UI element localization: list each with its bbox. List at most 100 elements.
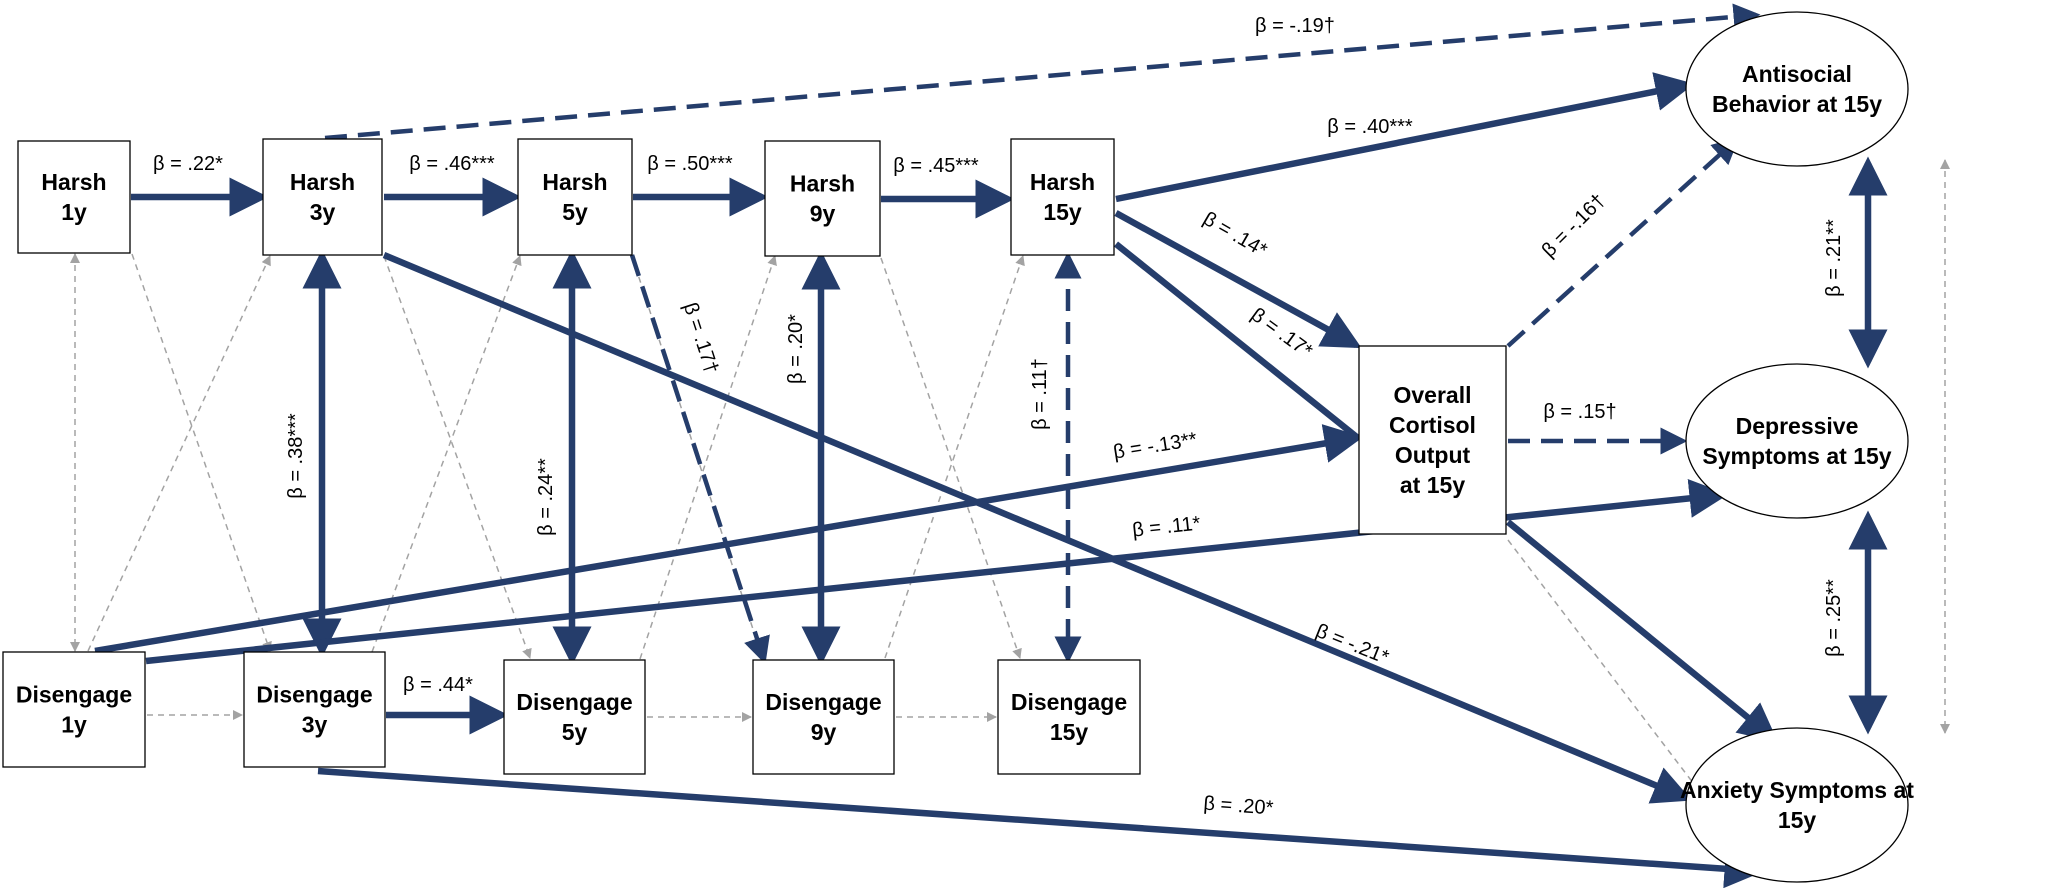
node-disengage-5y: Disengage 5y — [503, 659, 646, 775]
node-label-antisocial-line-1: Antisocial — [1742, 61, 1852, 87]
node-label-harsh-5y-line-2: 5y — [562, 199, 588, 225]
node-label-antisocial-line-2: Behavior at 15y — [1712, 91, 1882, 117]
beta-label-h9-h15: β = .45*** — [893, 155, 979, 177]
path-harsh_15y-to-antisocial — [1115, 72, 1695, 203]
node-label-disengage-1y-line-1: Disengage — [16, 682, 132, 708]
node-box-harsh-1y — [17, 140, 131, 254]
beta-label-h3-antisocial: β = -.19† — [1255, 15, 1335, 37]
node-label-cortisol-line-3: Output — [1395, 442, 1471, 468]
beta-label-cortisol-antisocial: β = -.16† — [1538, 190, 1610, 262]
beta-label-d1-cortisol: β = -.13** — [1112, 429, 1199, 464]
node-box-harsh-9y — [764, 140, 881, 257]
node-box-disengage-5y — [503, 659, 646, 775]
node-label-cortisol-line-2: Cortisol — [1389, 412, 1476, 438]
node-harsh-5y: Harsh 5y — [517, 138, 633, 256]
node-ellipse-antisocial — [1685, 11, 1909, 167]
node-disengage-15y: Disengage 15y — [997, 659, 1141, 775]
node-box-cortisol — [1358, 345, 1507, 535]
node-label-anxiety-line-1: Anxiety Symptoms at — [1680, 777, 1914, 803]
node-label-disengage-1y-line-2: 1y — [61, 712, 87, 738]
node-label-harsh-1y-line-1: Harsh — [41, 169, 106, 195]
node-ellipse-depressive — [1685, 363, 1909, 519]
node-harsh-9y: Harsh 9y — [764, 140, 881, 257]
path-disengage_1y-to-cortisol — [94, 424, 1364, 655]
node-harsh-15y: Harsh 15y — [1010, 138, 1115, 256]
node-label-cortisol-line-4: at 15y — [1400, 472, 1465, 498]
beta-label-cortisol-depressive: β = .15† — [1543, 401, 1616, 423]
significant-paths — [94, 3, 1888, 889]
path-disengage_1y-to-depressive — [145, 478, 1729, 665]
node-box-harsh-5y — [517, 138, 633, 256]
node-harsh-1y: Harsh 1y — [17, 140, 131, 254]
node-disengage-3y: Disengage 3y — [243, 651, 386, 768]
path-harsh_15y-to-cortisol-alt — [1113, 241, 1361, 441]
beta-label-antisocial-depressive: β = .21** — [1823, 219, 1845, 297]
node-label-disengage-3y-line-1: Disengage — [256, 682, 372, 708]
node-box-disengage-3y — [243, 651, 386, 768]
beta-label-h3-d3: β = .38*** — [285, 413, 307, 499]
node-label-disengage-5y-line-1: Disengage — [516, 689, 632, 715]
beta-label-h5-d9: β = .17† — [679, 300, 723, 376]
node-box-disengage-15y — [997, 659, 1141, 775]
path-cortisol-to-anxiety — [1505, 519, 1779, 743]
path-cortisol-to-antisocial — [1506, 136, 1740, 348]
nonsignificant-path-harsh_1y-to-disengage_3y — [131, 253, 272, 652]
node-box-disengage-1y — [2, 651, 146, 768]
node-label-disengage-15y-line-1: Disengage — [1011, 689, 1127, 715]
node-disengage-1y: Disengage 1y — [2, 651, 146, 768]
node-disengage-9y: Disengage 9y — [752, 659, 895, 775]
node-label-harsh-5y-line-1: Harsh — [542, 169, 607, 195]
beta-label-h1-h3: β = .22* — [153, 153, 223, 175]
nonsignificant-path-disengage_5y-to-harsh_9y — [639, 255, 777, 660]
path-harsh_15y-to-cortisol — [1114, 210, 1362, 349]
node-label-disengage-9y-line-1: Disengage — [765, 689, 881, 715]
beta-label-depressive-anxiety: β = .25** — [1823, 579, 1845, 657]
node-box-harsh-3y — [262, 138, 383, 256]
path-harsh_3y-to-antisocial — [324, 3, 1761, 141]
beta-label-h15-antisocial: β = .40*** — [1327, 116, 1413, 138]
node-label-disengage-15y-line-2: 15y — [1050, 719, 1089, 745]
path-harsh_5y-to-disengage_9y — [629, 254, 770, 665]
node-label-disengage-3y-line-2: 3y — [302, 712, 328, 738]
path-disengage_3y-to-anxiety — [317, 767, 1764, 889]
node-label-harsh-15y-line-1: Harsh — [1030, 169, 1095, 195]
node-box-disengage-9y — [752, 659, 895, 775]
beta-label-h9-d9: β = .20* — [785, 314, 807, 384]
beta-label-h15-d15: β = .11† — [1029, 358, 1051, 430]
beta-label-h3-h5: β = .46*** — [409, 153, 495, 175]
beta-label-h5-d5: β = .24** — [535, 458, 557, 536]
node-box-harsh-15y — [1010, 138, 1115, 256]
beta-label-d3-anxiety: β = .20* — [1203, 793, 1274, 820]
nonsignificant-path-harsh_3y-to-disengage_5y — [383, 255, 532, 659]
nodes: Harsh1yHarsh3yHarsh5yHarsh9yHarsh15yDise… — [2, 11, 1914, 883]
nonsignificant-path-disengage_3y-to-harsh_5y — [371, 255, 522, 653]
path-harsh_3y-to-anxiety — [382, 252, 1692, 804]
beta-label-d1-depressive: β = .11* — [1131, 512, 1202, 541]
node-label-disengage-9y-line-2: 9y — [811, 719, 837, 745]
beta-label-h5-h9: β = .50*** — [647, 153, 733, 175]
node-label-anxiety-line-2: 15y — [1778, 807, 1817, 833]
node-label-harsh-1y-line-2: 1y — [61, 199, 87, 225]
node-ellipse-anxiety — [1685, 727, 1909, 883]
beta-label-h15-cortisol-a: β = .14* — [1199, 208, 1271, 262]
node-label-harsh-3y-line-2: 3y — [310, 199, 336, 225]
node-label-depressive-line-2: Symptoms at 15y — [1702, 443, 1891, 469]
node-label-harsh-9y-line-2: 9y — [810, 201, 836, 227]
node-harsh-3y: Harsh 3y — [262, 138, 383, 256]
node-label-harsh-3y-line-1: Harsh — [290, 169, 355, 195]
nonsignificant-path-disengage_9y-to-harsh_15y — [884, 255, 1025, 659]
node-label-cortisol-line-1: Overall — [1394, 382, 1472, 408]
node-label-harsh-15y-line-2: 15y — [1043, 199, 1082, 225]
node-label-depressive-line-1: Depressive — [1736, 413, 1859, 439]
beta-label-d3-d5: β = .44* — [403, 674, 473, 696]
node-label-disengage-5y-line-2: 5y — [562, 719, 588, 745]
node-label-harsh-9y-line-1: Harsh — [790, 171, 855, 197]
node-anxiety: Anxiety Symptoms at 15y — [1680, 727, 1914, 883]
nonsignificant-path-harsh_9y-to-disengage_15y — [880, 257, 1022, 659]
nonsignificant-path-disengage_1y-to-harsh_3y — [87, 255, 271, 652]
nonsignificant-path-cortisol-to-anxiety — [1507, 539, 1701, 793]
